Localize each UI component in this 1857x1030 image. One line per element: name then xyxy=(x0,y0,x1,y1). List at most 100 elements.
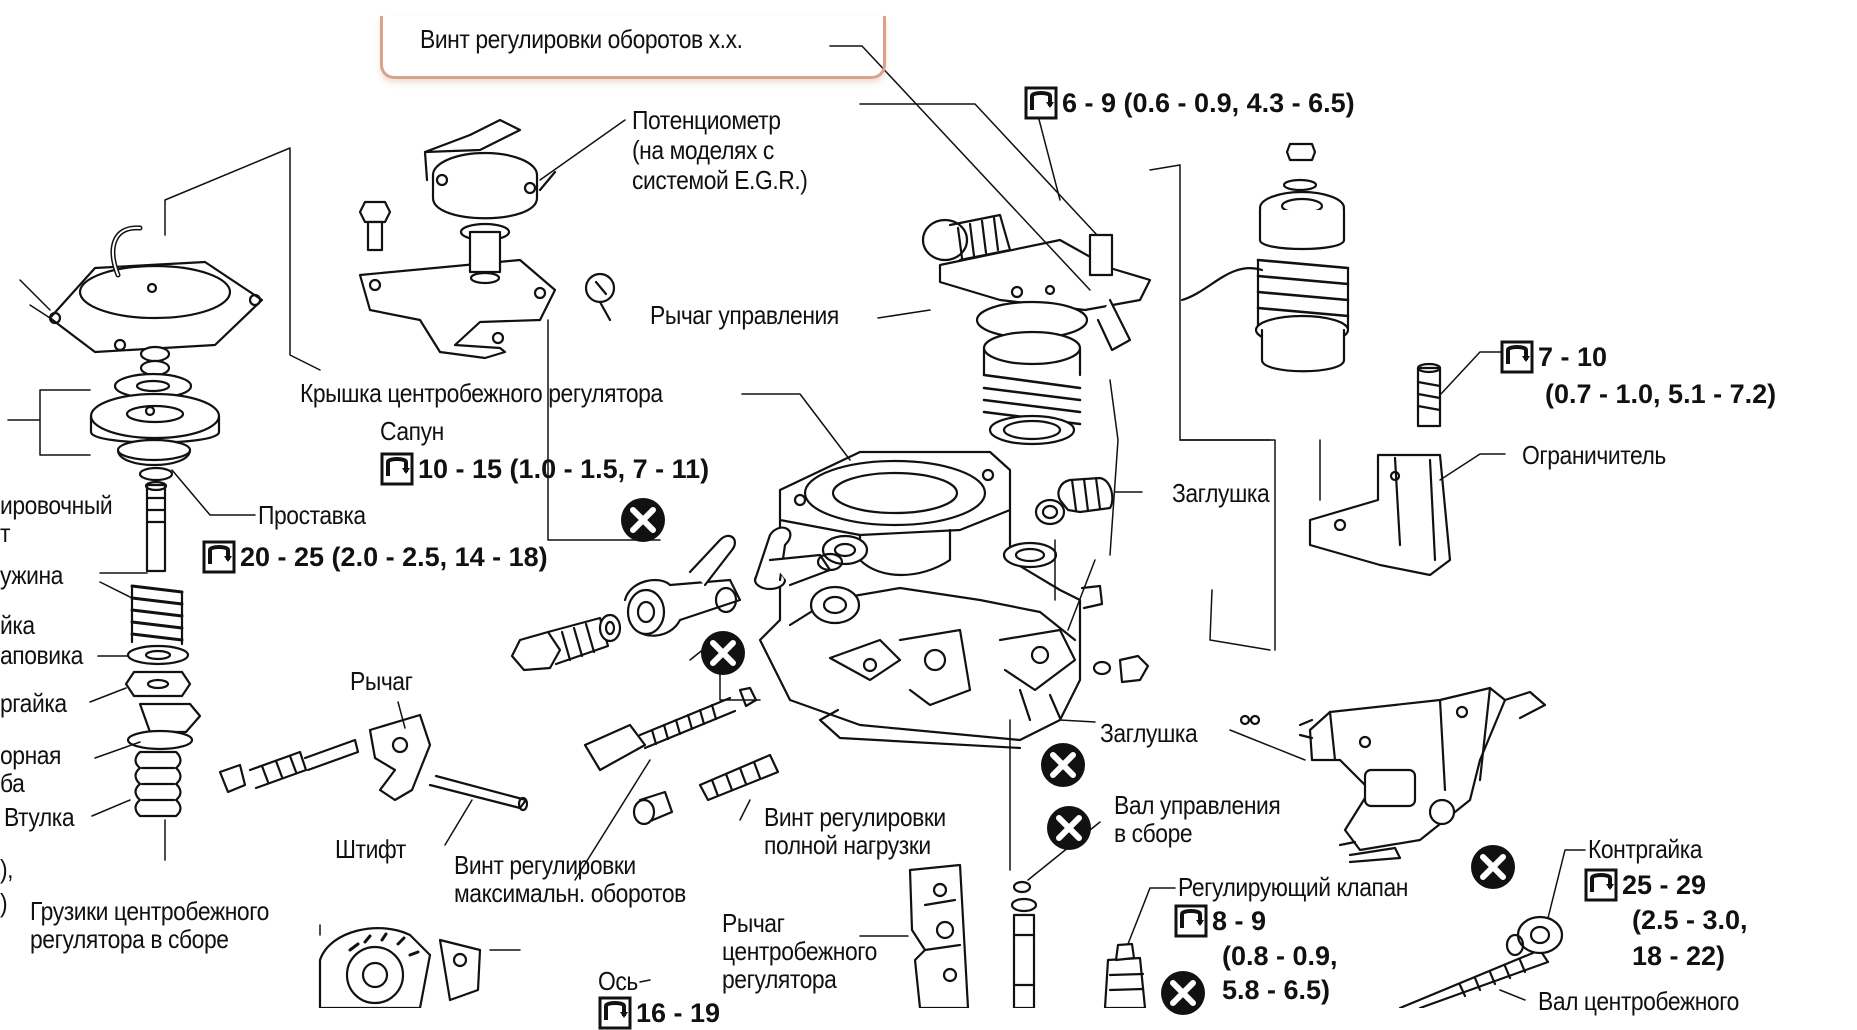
control-shaft-part xyxy=(1010,880,1038,1008)
label-governor-cover: Крышка центробежного регулятора xyxy=(300,378,663,408)
label-governor-weights: Грузики центробежного xyxy=(30,896,269,926)
label-governor-lever-3: регулятора xyxy=(722,964,837,994)
torque-top: 6 - 9 (0.6 - 0.9, 4.3 - 6.5) xyxy=(1024,86,1355,120)
label-potentiometer-3: системой E.G.R.) xyxy=(632,165,808,195)
regulating-valve-part xyxy=(1103,942,1147,1008)
lever-pin-part xyxy=(218,713,529,812)
max-speed-screw-part xyxy=(583,686,758,772)
label-governor-lever-2: центробежного xyxy=(722,936,877,966)
wrench-torque-icon xyxy=(1500,340,1534,374)
torque-locknut-value: 25 - 29 xyxy=(1622,870,1707,900)
x-circle-replace-icon xyxy=(1471,845,1515,889)
governor-lever-part xyxy=(908,863,970,1008)
governor-housing-part xyxy=(758,450,1104,750)
label-edge-fragment-2: ) xyxy=(0,888,8,918)
torque-limiter-2: (0.7 - 1.0, 5.1 - 7.2) xyxy=(1545,379,1777,409)
label-spacer: Проставка xyxy=(258,500,366,530)
label-governor-shaft: Вал центробежного xyxy=(1538,986,1739,1016)
torque-valve-2: (0.8 - 0.9, xyxy=(1222,941,1338,971)
torque-breather: 10 - 15 (1.0 - 1.5, 7 - 11) xyxy=(380,452,709,486)
banjo-fitting-part xyxy=(623,534,742,637)
breather-plug-part xyxy=(753,526,844,591)
wrench-torque-icon xyxy=(202,540,236,574)
x-circle-replace-icon xyxy=(1047,806,1091,850)
spring-part xyxy=(130,584,184,646)
plug-bottom-part xyxy=(1092,654,1150,684)
torque-valve-value: 8 - 9 xyxy=(1212,906,1267,936)
label-sleeve: Втулка xyxy=(4,802,75,832)
label-breather: Сапун xyxy=(380,416,444,446)
x-circle-replace-icon xyxy=(621,498,665,542)
x-circle-replace-icon xyxy=(1041,743,1085,787)
full-load-screw-part xyxy=(632,753,780,826)
label-potentiometer-2: (на моделях с xyxy=(632,135,774,165)
torque-limiter: 7 - 10 xyxy=(1500,340,1607,374)
potentiometer-part xyxy=(358,118,557,360)
wrench-torque-icon xyxy=(1024,86,1058,120)
torque-valve: 8 - 9 xyxy=(1174,904,1266,938)
torque-valve-3: 5.8 - 6.5) xyxy=(1222,975,1331,1005)
label-max-speed-screw-2: максимальн. оборотов xyxy=(454,878,686,908)
torque-limiter-value: 7 - 10 xyxy=(1538,342,1608,372)
governor-shaft-part xyxy=(1398,915,1564,1008)
label-support-2: ба xyxy=(0,768,25,798)
label-regulating-valve: Регулирующий клапан xyxy=(1178,872,1408,902)
sleeve-boot-part xyxy=(134,750,182,818)
label-adjusting-bolt: ировочный xyxy=(0,490,113,520)
label-max-speed-screw: Винт регулировки xyxy=(454,850,636,880)
label-plug-top: Заглушка xyxy=(1172,478,1270,508)
washer-locknut-part xyxy=(124,644,202,751)
label-axis: Ось xyxy=(598,966,638,996)
torque-spacer-value: 20 - 25 (2.0 - 2.5, 14 - 18) xyxy=(240,542,548,572)
label-control-lever: Рычаг управления xyxy=(650,300,839,330)
label-limiter: Ограничитель xyxy=(1522,440,1666,470)
limiter-bolt-part xyxy=(1416,362,1442,428)
highlight-marker xyxy=(380,16,886,79)
label-locknut-left: ргайка xyxy=(0,688,67,718)
wrench-torque-icon xyxy=(1584,868,1618,902)
diaphragm-discs xyxy=(89,345,221,482)
label-plug-bottom: Заглушка xyxy=(1100,718,1198,748)
limiter-bracket-part xyxy=(1308,453,1452,577)
wrench-torque-icon xyxy=(598,996,632,1030)
label-locknut-right: Контргайка xyxy=(1588,834,1703,864)
governor-linkage-part xyxy=(1298,686,1547,864)
torque-locknut: 25 - 29 xyxy=(1584,868,1706,902)
connector-part xyxy=(584,272,616,322)
label-governor-weights-2: регулятора в сборе xyxy=(30,924,229,954)
spacer-bolt-part xyxy=(510,613,622,672)
label-adjusting-bolt-2: т xyxy=(0,518,11,548)
label-full-load-screw: Винт регулировки xyxy=(764,802,946,832)
torque-locknut-2: (2.5 - 3.0, xyxy=(1632,905,1748,935)
label-control-shaft: Вал управления xyxy=(1114,790,1281,820)
label-pin: Штифт xyxy=(335,834,406,864)
wrench-torque-icon xyxy=(1174,904,1208,938)
exploded-diagram: Винт регулировки оборотов х.х. Потенциом… xyxy=(0,16,1777,1030)
torque-top-value: 6 - 9 (0.6 - 0.9, 4.3 - 6.5) xyxy=(1062,88,1355,118)
wrench-torque-icon xyxy=(380,452,414,486)
control-lever-part xyxy=(921,213,1152,352)
spring-cap-part xyxy=(1180,142,1350,373)
label-spring: ужина xyxy=(0,560,63,590)
label-lever: Рычаг xyxy=(350,666,413,696)
plug-top-part xyxy=(1034,476,1114,526)
diagram-drawing xyxy=(7,45,1586,1008)
label-washer: йка xyxy=(0,610,35,640)
adjusting-bolt-part xyxy=(144,480,168,573)
label-support: орная xyxy=(0,740,62,770)
governor-weights-part xyxy=(318,927,482,1008)
x-circle-replace-icon xyxy=(1161,971,1205,1015)
torque-breather-value: 10 - 15 (1.0 - 1.5, 7 - 11) xyxy=(418,454,710,484)
lever-spring-part xyxy=(975,300,1089,446)
torque-axis: 16 - 19 xyxy=(598,996,720,1030)
label-full-load-screw-2: полной нагрузки xyxy=(764,830,931,860)
torque-locknut-3: 18 - 22) xyxy=(1632,941,1726,971)
label-potentiometer: Потенциометр xyxy=(632,105,781,135)
label-edge-fragment: ), xyxy=(0,854,14,884)
torque-axis-value: 16 - 19 xyxy=(636,998,721,1028)
bolt-part-small xyxy=(358,200,392,252)
label-idle-screw: Винт регулировки оборотов х.х. xyxy=(420,24,743,54)
label-washer-2: аповика xyxy=(0,640,83,670)
label-governor-lever: Рычаг xyxy=(722,908,785,938)
x-circle-replace-icon xyxy=(701,631,745,675)
